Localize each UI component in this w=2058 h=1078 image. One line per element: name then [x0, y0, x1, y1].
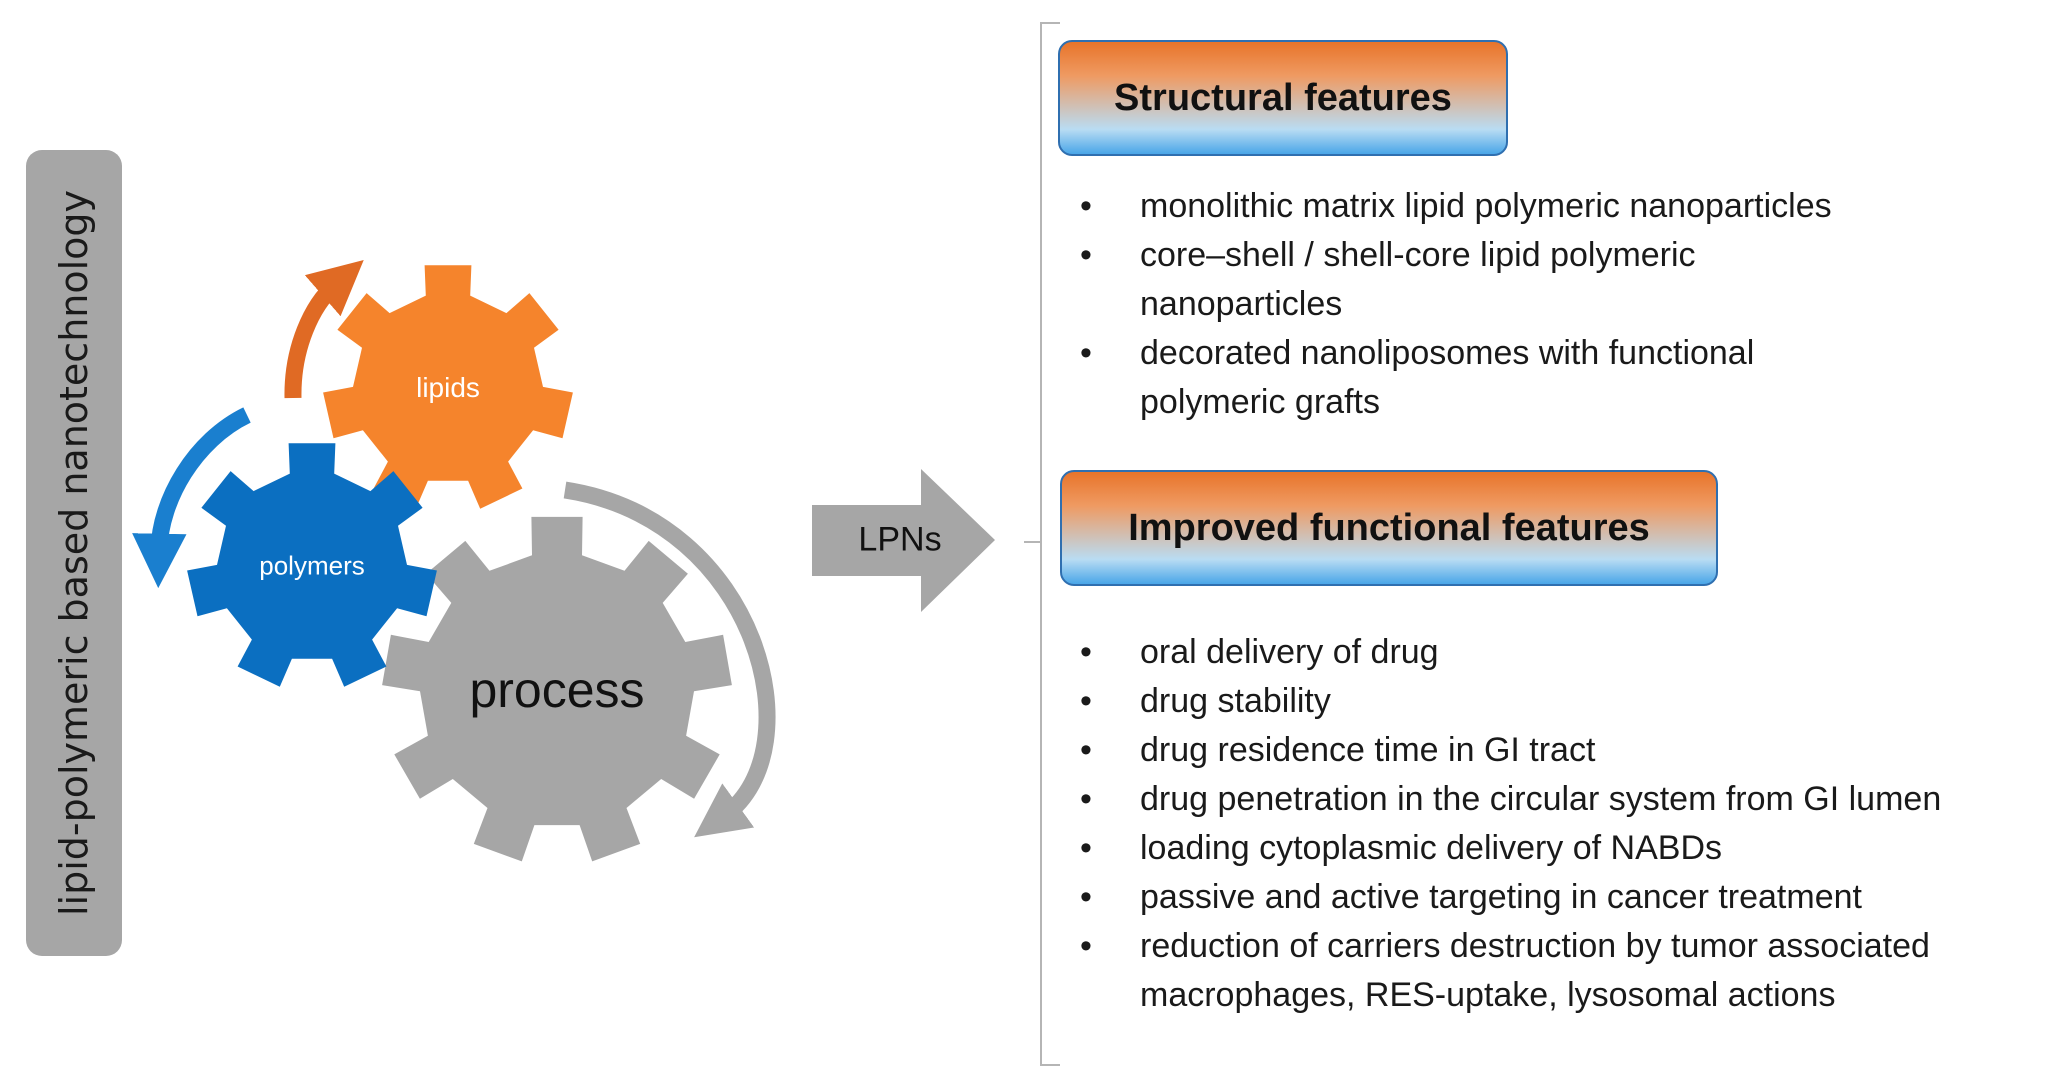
structural-features-heading: Structural features [1058, 40, 1508, 156]
list-item-text: passive and active targeting in cancer t… [1140, 878, 1862, 916]
lpns-block-arrow [812, 469, 995, 612]
list-item: • loading cytoplasmic delivery of NABDs [1066, 824, 2056, 873]
bullet: • [1080, 731, 1092, 769]
lipids-label: lipids [416, 372, 480, 403]
bullet: • [1080, 927, 1092, 965]
bullet: • [1080, 878, 1092, 916]
list-item-text: core–shell / shell-core lipid polymeric [1140, 236, 1696, 274]
list-item-continuation: macrophages, RES-uptake, lysosomal actio… [1066, 971, 2056, 1020]
list-item: • drug penetration in the circular system… [1066, 775, 2056, 824]
vertical-title-box: lipid-polymeric based nanotechnology [26, 150, 122, 956]
list-item-text: reduction of carriers destruction by tum… [1140, 927, 1930, 965]
process-gear [382, 516, 732, 862]
list-item-text: macrophages, RES-uptake, lysosomal actio… [1140, 976, 1836, 1014]
functional-heading-text: Improved functional features [1128, 506, 1650, 549]
polymers-label: polymers [259, 550, 365, 581]
list-item-text: decorated nanoliposomes with functional [1140, 334, 1755, 372]
bullet: • [1080, 334, 1092, 372]
bullet: • [1080, 682, 1092, 720]
list-item-text: loading cytoplasmic delivery of NABDs [1140, 829, 1723, 867]
list-item-continuation: nanoparticles [1066, 280, 1966, 329]
blue-cycle-arrow [132, 407, 251, 589]
bullet: • [1080, 780, 1092, 818]
list-item: • oral delivery of drug [1066, 628, 2056, 677]
functional-features-heading: Improved functional features [1060, 470, 1718, 586]
polymers-gear [187, 443, 437, 687]
orange-cycle-arrow [284, 259, 364, 399]
list-item-text: monolithic matrix lipid polymeric nanopa… [1140, 187, 1832, 225]
list-item-text: drug residence time in GI tract [1140, 731, 1596, 769]
list-item: • monolithic matrix lipid polymeric nanop… [1066, 182, 1966, 231]
bullet: • [1080, 187, 1092, 225]
process-label: process [469, 662, 645, 718]
list-item-text: drug penetration in the circular system … [1140, 780, 1942, 818]
grey-cycle-arrow [563, 481, 776, 838]
bracket-line [1040, 22, 1060, 1066]
lpns-label: LPNs [858, 520, 942, 559]
list-item-text: oral delivery of drug [1140, 633, 1439, 671]
structural-heading-text: Structural features [1114, 76, 1452, 119]
list-item-text: drug stability [1140, 682, 1331, 720]
functional-features-list: • oral delivery of drug • drug stability •… [1066, 628, 2056, 1020]
list-item-continuation: polymeric grafts [1066, 378, 1966, 427]
bullet: • [1080, 236, 1092, 274]
list-item: • drug residence time in GI tract [1066, 726, 2056, 775]
bullet: • [1080, 829, 1092, 867]
list-item: • decorated nanoliposomes with functional [1066, 329, 1966, 378]
list-item: • core–shell / shell-core lipid polymeric [1066, 231, 1966, 280]
structural-features-list: • monolithic matrix lipid polymeric nanop… [1066, 182, 1966, 427]
lipids-gear [323, 265, 573, 509]
list-item-text: polymeric grafts [1140, 383, 1380, 421]
list-item: • reduction of carriers destruction by tu… [1066, 922, 2056, 971]
bullet: • [1080, 633, 1092, 671]
list-item: • passive and active targeting in cancer … [1066, 873, 2056, 922]
bracket-connector [1024, 541, 1040, 543]
list-item-text: nanoparticles [1140, 285, 1343, 323]
list-item: • drug stability [1066, 677, 2056, 726]
